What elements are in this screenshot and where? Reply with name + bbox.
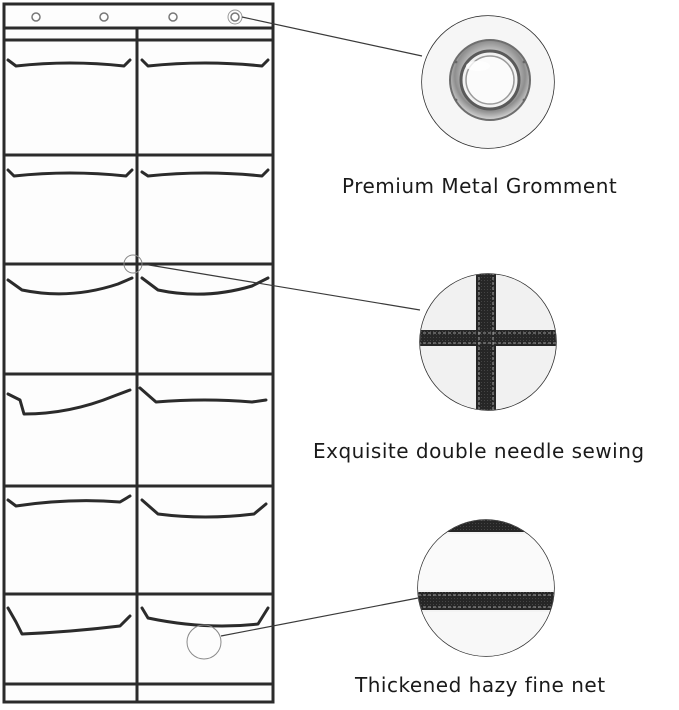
pocket-lip <box>140 168 270 178</box>
stitching-detail-icon <box>419 273 557 411</box>
pocket-lip <box>6 168 134 178</box>
pocket-lip <box>138 386 268 404</box>
net-caption: Thickened hazy fine net <box>355 673 606 697</box>
sewing-caption: Exquisite double needle sewing <box>313 439 645 463</box>
leader-line-sewing <box>142 263 421 311</box>
pocket-lip <box>140 498 268 519</box>
grommet <box>230 12 240 22</box>
pocket-lip <box>6 606 132 636</box>
grommet-detail-icon <box>421 15 555 149</box>
leader-line-net <box>220 597 419 637</box>
pocket-lip <box>6 276 134 296</box>
sewing-detail-marker <box>123 254 143 274</box>
pocket-lip <box>140 276 270 296</box>
leader-line-grommet <box>241 16 423 57</box>
shoe-organizer-icon <box>2 2 275 704</box>
grommet <box>99 12 109 22</box>
pocket-grid <box>2 38 275 686</box>
grommet <box>168 12 178 22</box>
leader-lines <box>142 16 423 637</box>
grommet <box>31 12 41 22</box>
net-edge-detail-icon <box>417 519 555 657</box>
pocket-lip <box>6 388 132 416</box>
pocket-lip <box>6 58 132 68</box>
net-detail-marker <box>186 624 222 660</box>
grommet-row <box>31 9 243 25</box>
pocket-lip <box>6 494 132 508</box>
pocket-lip <box>140 58 270 68</box>
grommet-caption: Premium Metal Gromment <box>342 174 618 198</box>
